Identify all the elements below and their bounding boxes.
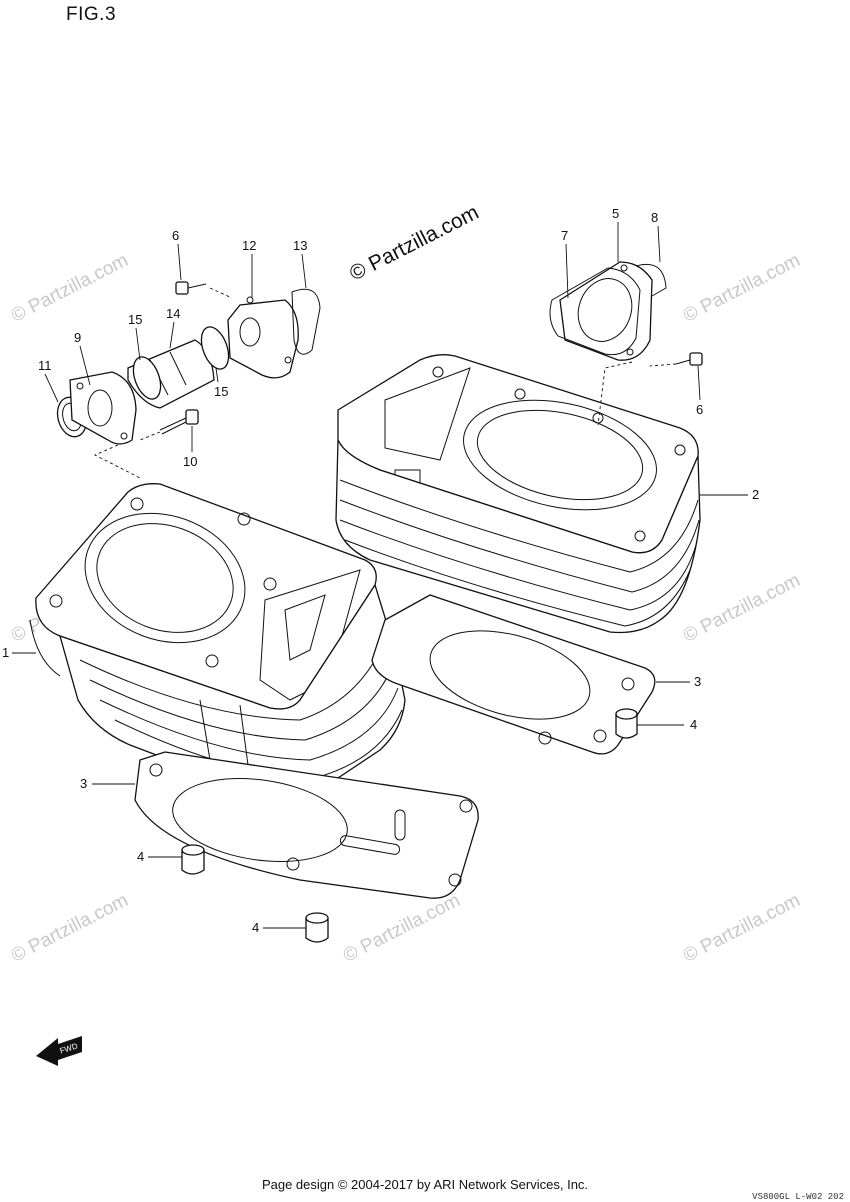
callout-6-left: 6 [172, 228, 179, 243]
callout-13: 13 [293, 238, 307, 253]
cover-gasket-7[interactable] [549, 267, 641, 356]
o-ring-8[interactable] [635, 263, 667, 297]
bolt-10[interactable] [159, 409, 199, 435]
callout-11: 11 [38, 358, 52, 373]
callout-14: 14 [166, 306, 180, 321]
callout-4-rear: 4 [690, 717, 697, 732]
callout-15-left: 15 [128, 312, 142, 327]
rear-cylinder[interactable] [335, 354, 701, 634]
front-cylinder-base-gasket[interactable] [134, 751, 479, 899]
figure-label: FIG.3 [66, 4, 117, 25]
callout-4-front-lower: 4 [252, 920, 259, 935]
callout-10: 10 [183, 454, 197, 469]
callout-8: 8 [651, 210, 658, 225]
callout-3-front: 3 [80, 776, 87, 791]
callout-1: 1 [2, 645, 9, 660]
page-footer: Page design © 2004-2017 by ARI Network S… [261, 1177, 589, 1192]
callout-6-right: 6 [696, 402, 703, 417]
dowel-pin[interactable] [305, 912, 329, 943]
front-cylinder[interactable] [29, 483, 406, 801]
forward-direction-arrow: FWD [36, 1036, 82, 1066]
diagram-code: VS800GL L-W02 202 [752, 1192, 844, 1202]
o-ring-13[interactable] [291, 288, 321, 355]
callout-15-right: 15 [214, 384, 228, 399]
intake-pipe-12[interactable] [227, 296, 299, 379]
callout-2: 2 [752, 487, 759, 502]
intake-cover-5[interactable] [559, 261, 653, 361]
bolt-6-upper-left[interactable] [175, 281, 207, 295]
callout-3-rear: 3 [694, 674, 701, 689]
hose-clamp-15b[interactable] [196, 323, 234, 373]
rear-cylinder-base-gasket[interactable] [371, 594, 656, 755]
intake-pipe-flange-9[interactable] [69, 371, 137, 445]
callout-4-front-upper: 4 [137, 849, 144, 864]
dowel-pin[interactable] [615, 708, 638, 739]
callout-5: 5 [612, 206, 619, 221]
callout-9: 9 [74, 330, 81, 345]
callout-7: 7 [561, 228, 568, 243]
callout-12: 12 [242, 238, 256, 253]
bolt-6-right[interactable] [675, 352, 703, 366]
dowel-pin[interactable] [181, 844, 205, 875]
